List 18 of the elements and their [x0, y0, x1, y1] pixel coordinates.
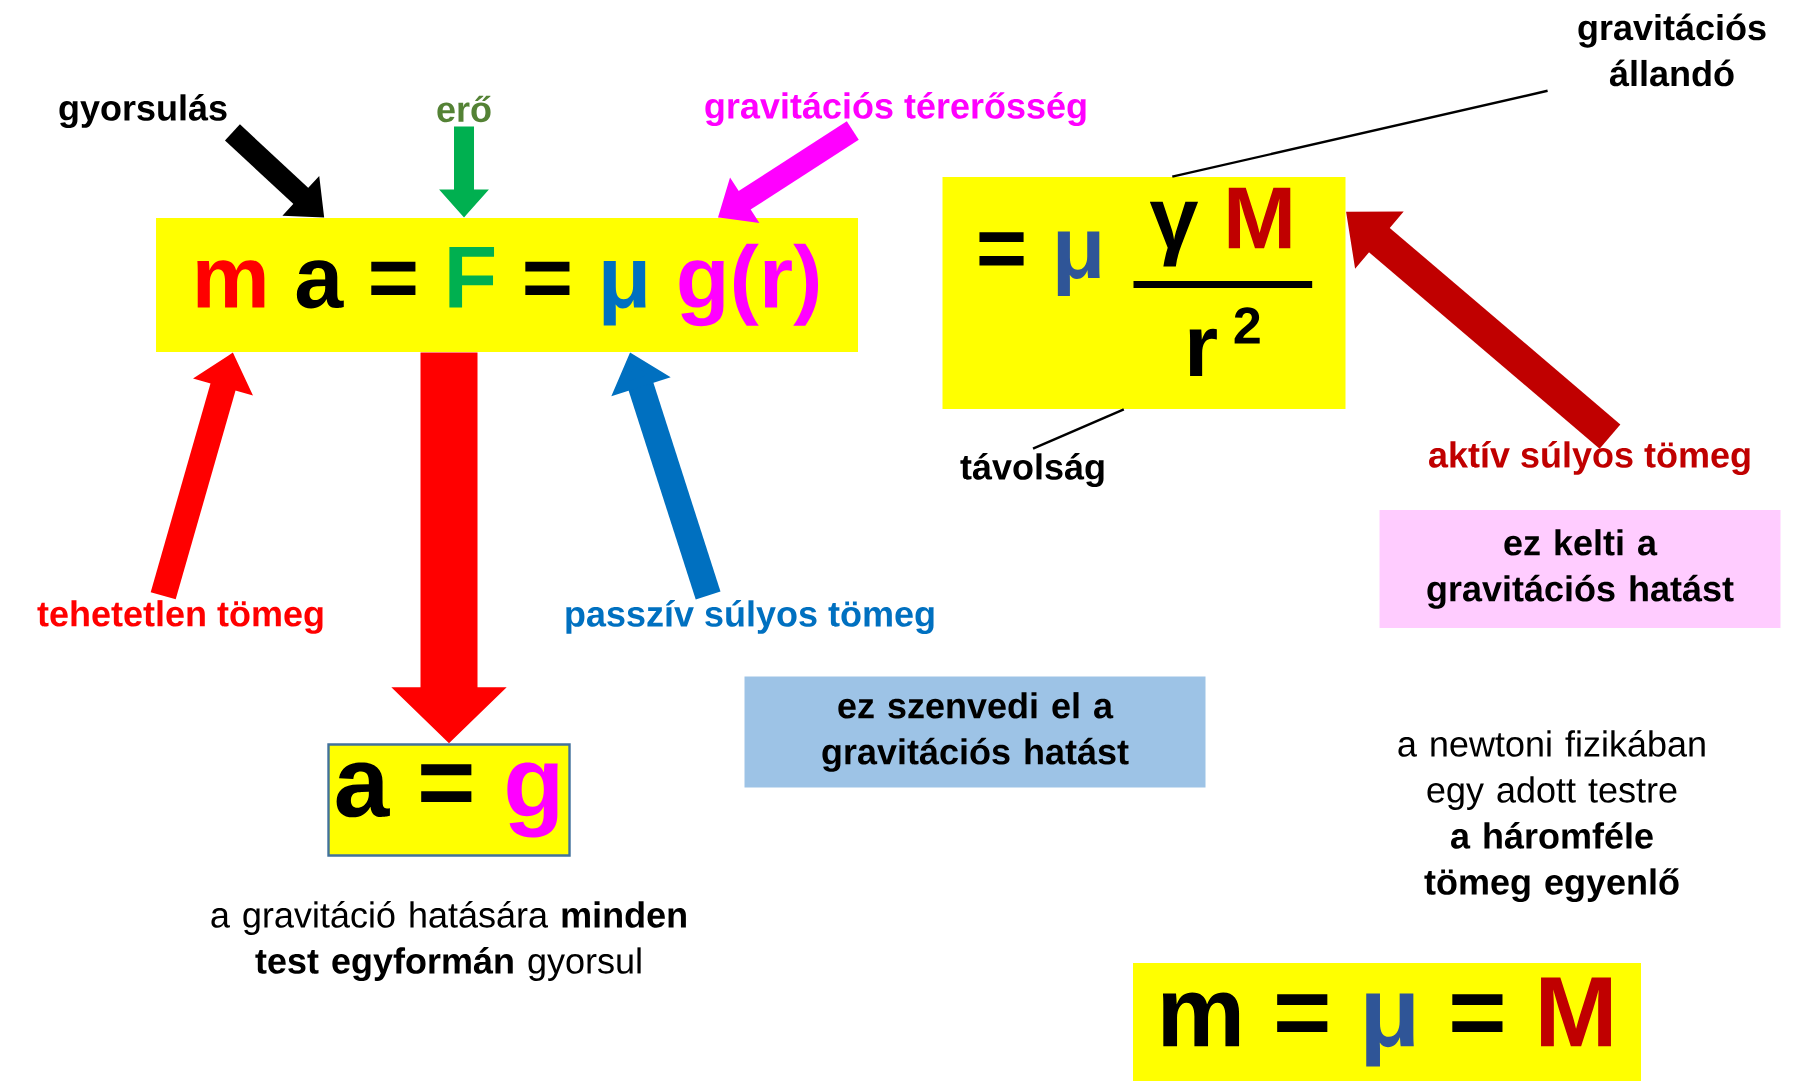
term-label: gyorsulás — [59, 94, 227, 128]
term-label: tehetetlen tömeg — [37, 600, 323, 634]
leader-line — [1172, 89, 1548, 178]
formula-box: m = μ = M — [1133, 963, 1641, 1081]
note-box: ez kelti a gravitációs hatást — [1379, 510, 1781, 628]
note-text: a gravitáció hatására minden test egyformán gyorsul — [211, 900, 686, 982]
term-label: erő — [437, 95, 491, 123]
formula-box: = μ γ M r 2 — [942, 177, 1346, 409]
term-label: passzív súlyos tömeg — [566, 600, 934, 634]
formula-box: m a = F = μ g(r) — [156, 218, 858, 352]
note-text: a newtoni fizikában egy adott testre a háromféle tömeg egyenlő — [1398, 729, 1705, 903]
term-label: aktív súlyos tömeg — [1429, 441, 1750, 475]
term-label: gravitációs állandó — [1578, 13, 1766, 87]
leader-line — [1032, 408, 1125, 450]
note-box: ez szenvedi el a gravitációs hatást — [744, 676, 1206, 788]
result-box: a = g — [327, 743, 571, 857]
term-label: gravitációs térerősség — [705, 92, 1086, 126]
term-label: távolság — [960, 453, 1104, 487]
